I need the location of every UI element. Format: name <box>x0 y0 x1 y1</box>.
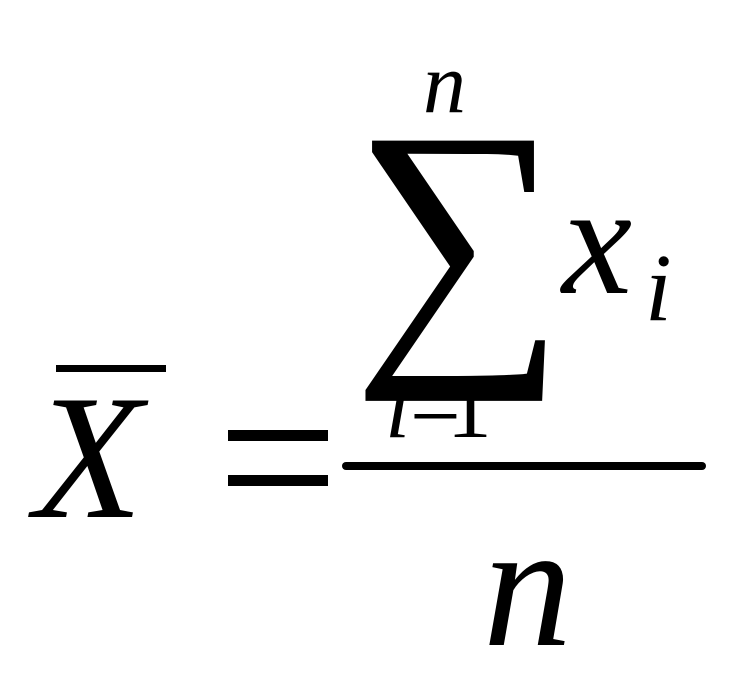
mean-variable: X <box>34 358 143 556</box>
sum-lower-limit: i=1 <box>385 363 492 453</box>
equals-sign <box>228 430 328 486</box>
lower-limit-index: i <box>385 358 411 457</box>
mean-overbar <box>56 365 166 372</box>
sum-term-variable: x <box>562 153 633 328</box>
lower-limit-value: 1 <box>446 358 492 457</box>
fraction-bar <box>342 462 706 470</box>
equals-bar-top <box>228 430 328 441</box>
sum-upper-limit: n <box>423 35 466 131</box>
equals-bar-bottom <box>228 475 328 486</box>
lower-limit-equals: = <box>410 358 461 457</box>
summation-sign: ∑ <box>352 70 566 402</box>
denominator: n <box>483 486 572 679</box>
sum-term-subscript: i <box>645 234 672 341</box>
